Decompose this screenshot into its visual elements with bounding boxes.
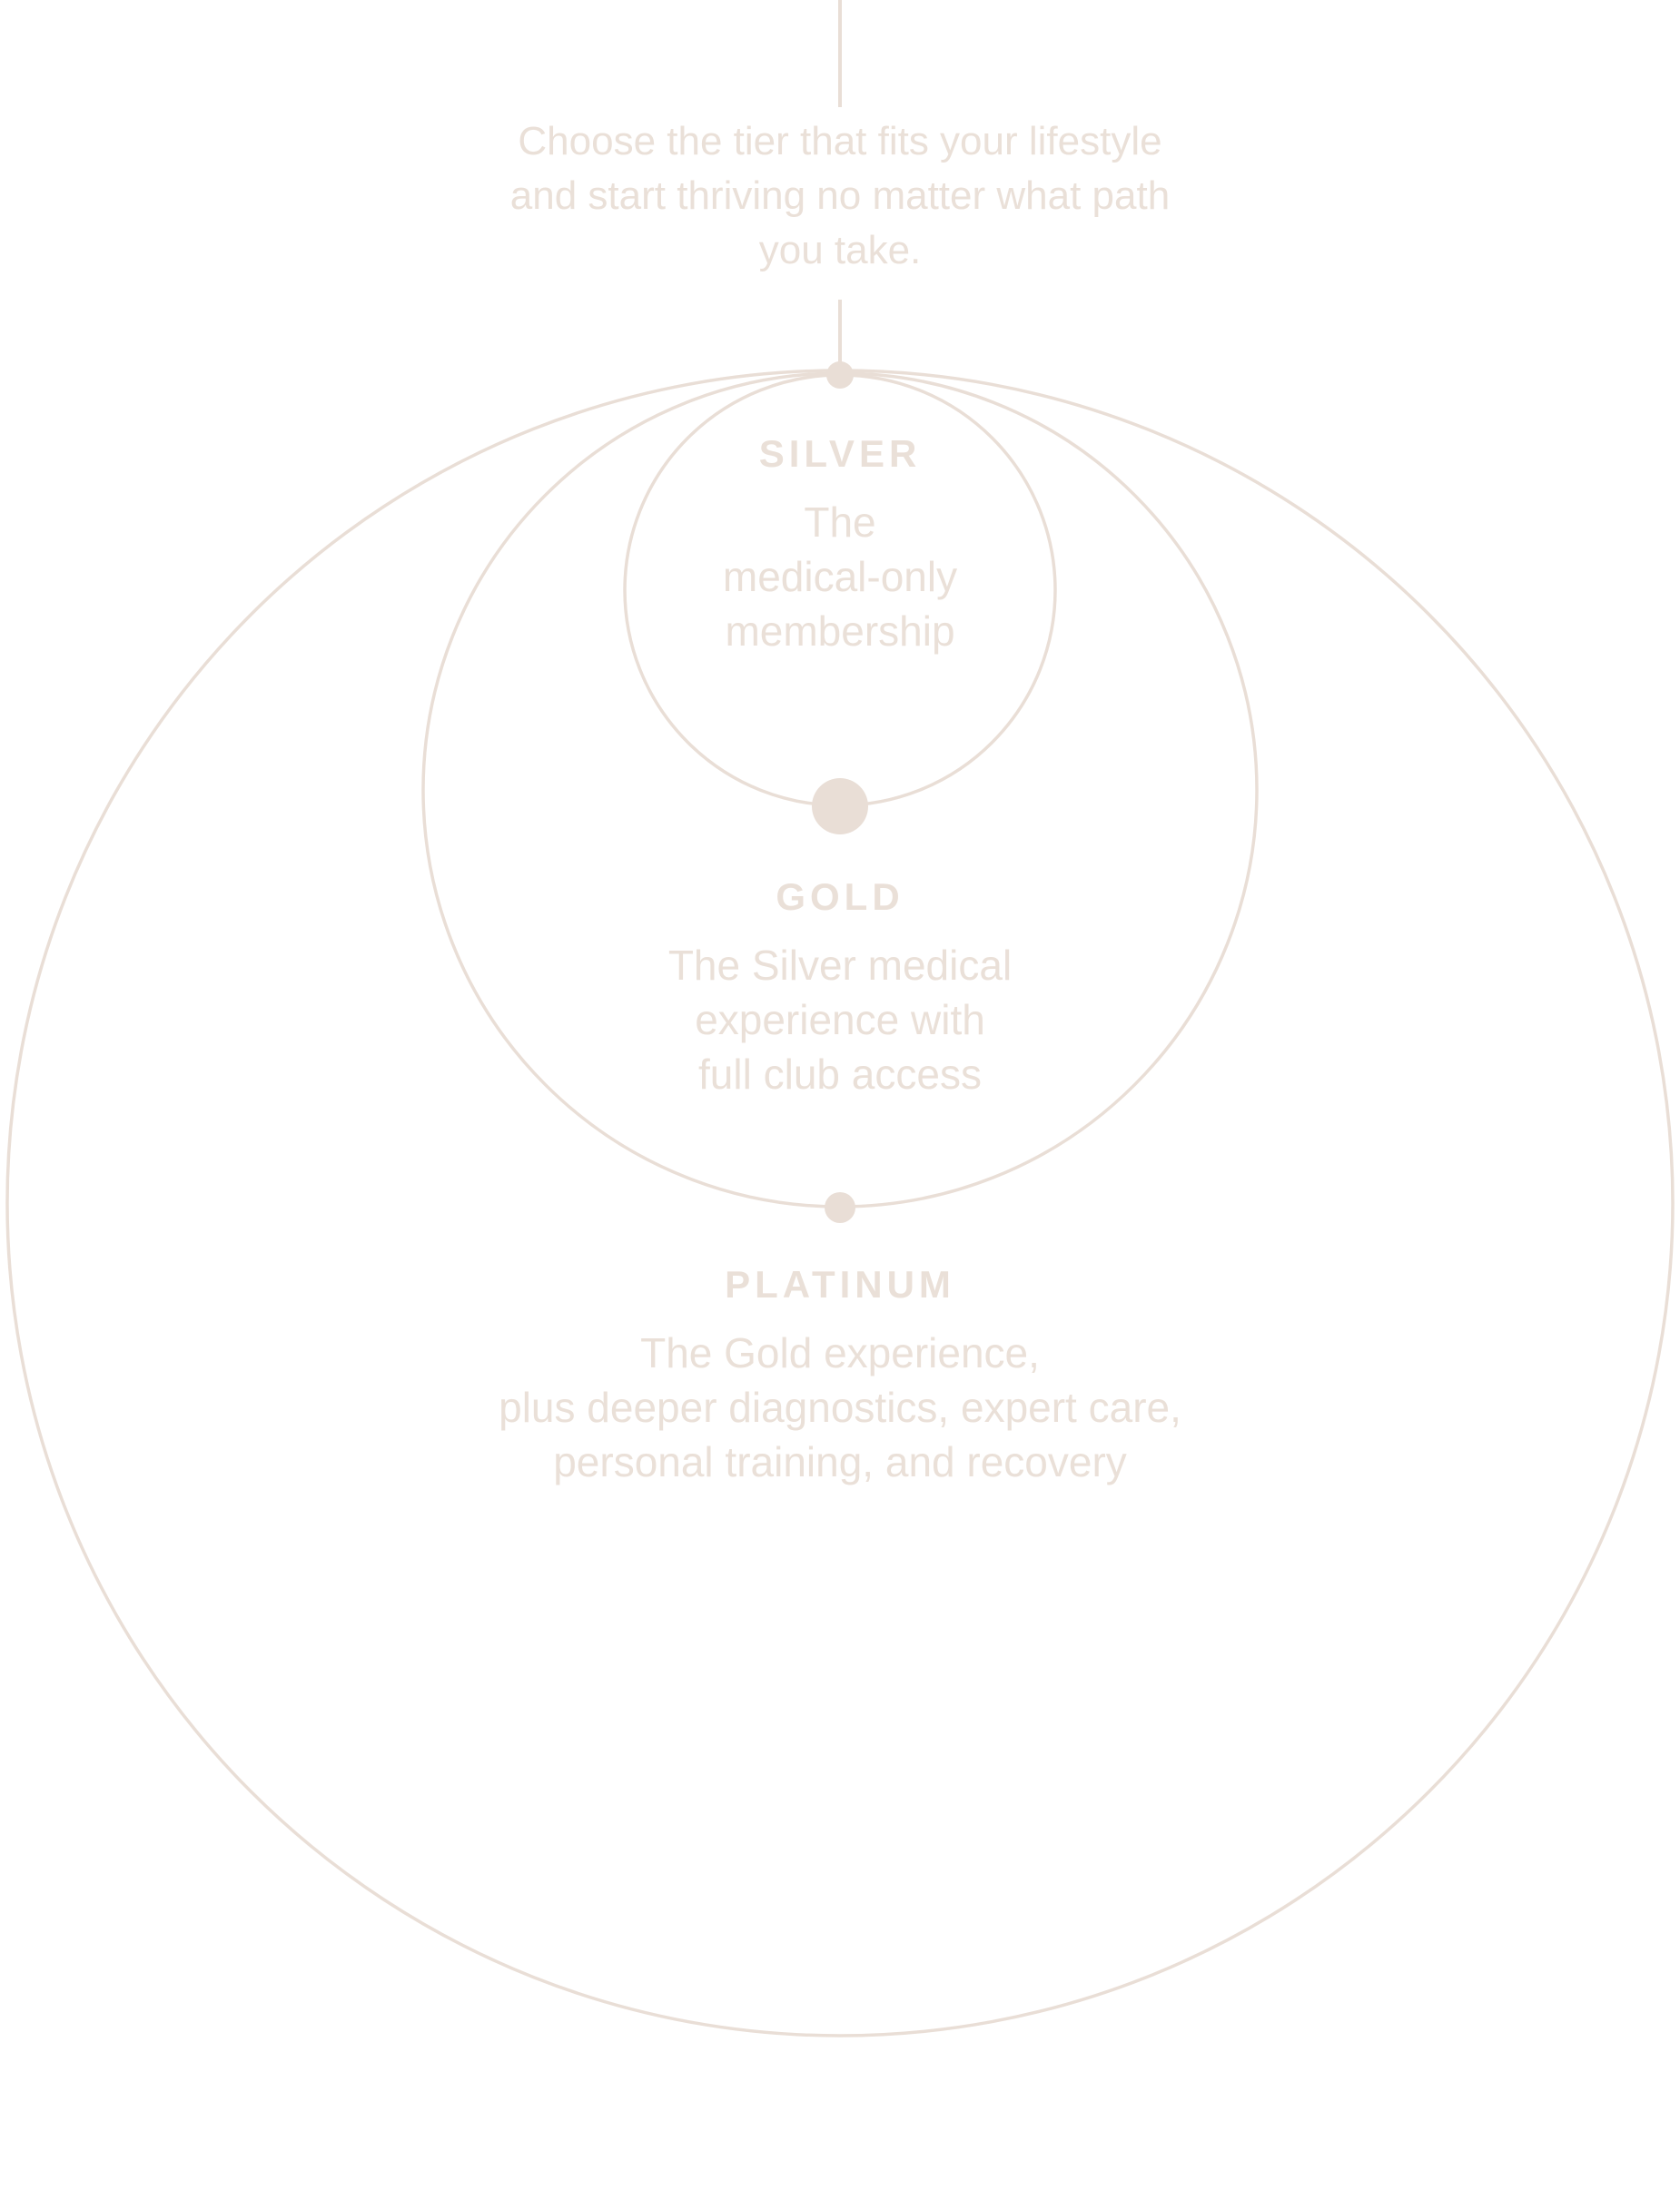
tier-platinum-name: PLATINUM [725, 1263, 955, 1306]
tier-gold-description: The Silver medical experience with full … [667, 942, 1013, 1098]
tier-platinum: PLATINUM The Gold experience, plus deepe… [386, 1262, 1294, 1489]
gold-platinum-node-dot [825, 1192, 855, 1223]
top-node-dot [826, 361, 854, 389]
silver-gold-node-dot [812, 778, 868, 834]
tier-gold: GOLD The Silver medical experience with … [568, 874, 1112, 1101]
intro-text: Choose the tier that fits your lifestyle… [509, 119, 1171, 272]
tier-silver-name: SILVER [758, 432, 922, 475]
tier-gold-name: GOLD [776, 875, 904, 918]
tier-silver-description: The medical-only membership [722, 498, 958, 655]
tier-platinum-description: The Gold experience, plus deeper diagnos… [499, 1329, 1181, 1485]
tier-silver: SILVER The medical-only membership [649, 431, 1031, 658]
